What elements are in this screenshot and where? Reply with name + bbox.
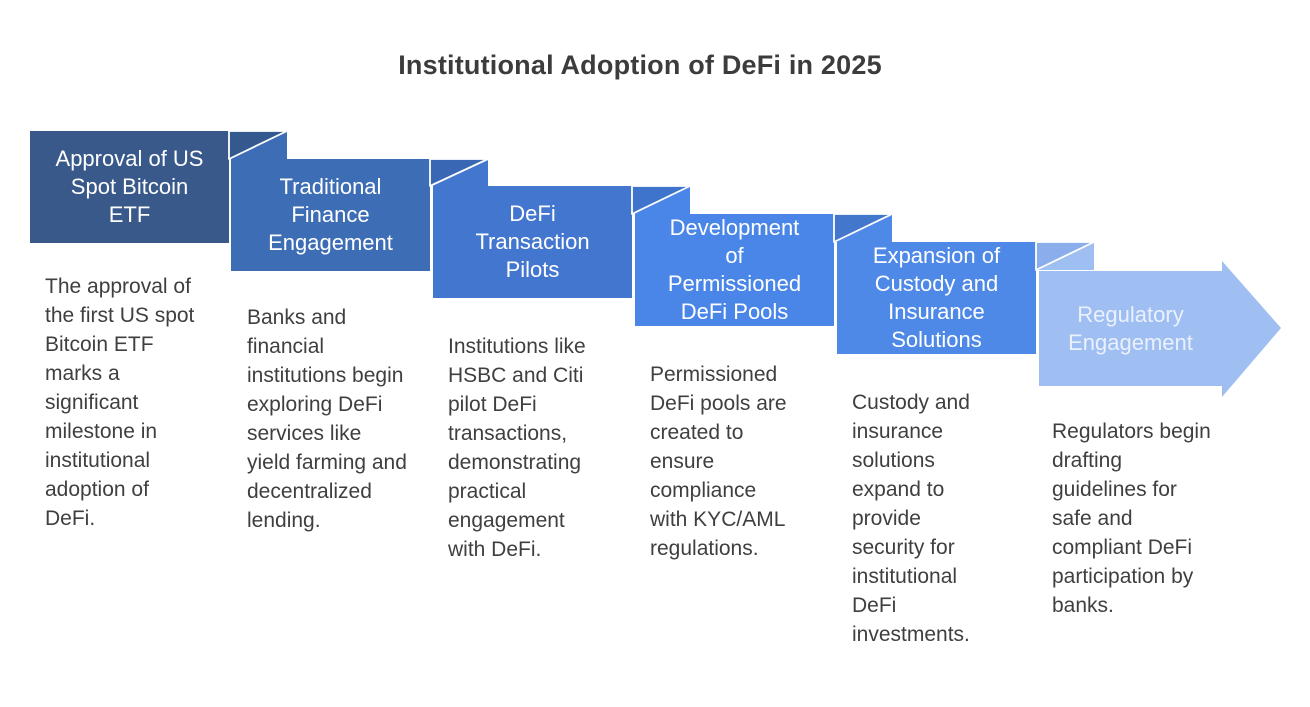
step-box-5 (837, 242, 1036, 354)
step-description-2: Banks and financial institutions begin e… (247, 306, 407, 532)
step-box-4 (635, 214, 834, 326)
step-label-1: Approval of US Spot Bitcoin ETF (55, 146, 204, 227)
arrow-shape (1039, 261, 1281, 397)
step-description-5: Custody and insurance solutions expand t… (852, 391, 970, 646)
step-label-6: Regulatory Engagement (1068, 301, 1193, 355)
step-description-4: Permissioned DeFi pools are created to e… (650, 363, 787, 560)
step-description-3: Institutions like HSBC and Citi pilot De… (448, 335, 586, 561)
step-label-4: Development of Permissioned DeFi Pools (667, 215, 802, 324)
step-label-2: Traditional Finance Engagement (268, 174, 393, 255)
fold-flap-2 (429, 158, 489, 187)
diagram-title: Institutional Adoption of DeFi in 2025 (398, 50, 882, 80)
fold-flap-3 (631, 185, 691, 215)
step-box-1 (30, 131, 229, 243)
step-description-6: Regulators begin drafting guidelines for… (1052, 420, 1211, 617)
step-label-5: Expansion of Custody and Insurance Solut… (872, 243, 1001, 352)
fold-flap-4 (833, 213, 893, 243)
step-label-3: DeFi Transaction Pilots (475, 201, 590, 282)
step-description-1: The approval of the first US spot Bitcoi… (45, 275, 195, 530)
step-box-2 (231, 159, 430, 271)
fold-flap-1 (228, 130, 288, 160)
step-box-3 (433, 186, 632, 298)
fold-flap-5 (1035, 241, 1095, 271)
